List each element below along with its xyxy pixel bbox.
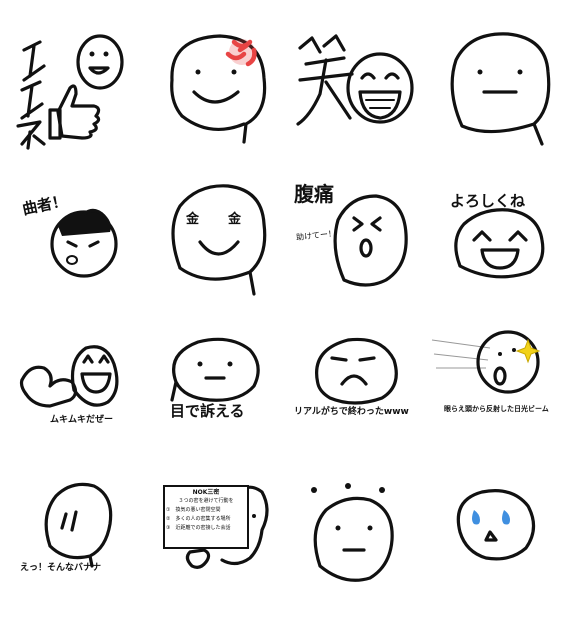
eye-left: 金 [186, 212, 200, 227]
tear-icon [472, 510, 510, 525]
sonna-banana-drawing [44, 482, 113, 568]
sticker-mukimuki[interactable]: ムキムキだぜー [10, 320, 150, 470]
sign-board-icon [163, 485, 249, 549]
mukimuki-drawing [19, 345, 119, 408]
caption: ムキムキだぜー [50, 415, 114, 425]
sticker-nikkou-beam[interactable]: 眼らえ頭から反射した日光ビーム [430, 320, 562, 470]
sticker-owatta[interactable]: リアルがちで終わったwww [290, 320, 430, 470]
caption: リアルがちで終わったwww [294, 407, 409, 417]
sticker-grid: 曲者！ 金 金 腹痛 助けてー！ よろしくね [10, 20, 562, 582]
sticker-yoroshiku[interactable]: よろしくね [430, 170, 562, 320]
nikkou-beam-drawing [431, 330, 541, 394]
eye-right: 金 [228, 212, 242, 227]
sign-item: ② 多くの人の密集する場所 [166, 516, 231, 522]
sanmitsu-drawing [163, 485, 269, 569]
yoroshiku-drawing [454, 208, 545, 279]
sticker-sonna-banana[interactable]: えっ！そんなバナナ [10, 470, 150, 620]
medeuttaeru-drawing [170, 337, 260, 402]
thumbs-up-icon [48, 84, 101, 140]
sign-title: NOK三密 [192, 489, 220, 496]
caption: 腹痛 [294, 182, 334, 206]
sticker-naki[interactable] [430, 470, 562, 620]
angry-smile-drawing [170, 34, 267, 144]
sign-item: ① 換気の悪い密閉空間 [166, 507, 221, 513]
owatta-drawing [315, 337, 398, 405]
sticker-kusemono[interactable]: 曲者！ [10, 170, 150, 320]
sticker-neutral[interactable] [430, 20, 562, 170]
sticker-warau[interactable] [290, 20, 430, 170]
sticker-iine[interactable] [10, 20, 150, 170]
caption: よろしくね [450, 192, 526, 210]
kusemono-drawing [50, 208, 118, 278]
sticker-silence[interactable] [290, 470, 430, 620]
anger-mark-icon [225, 39, 257, 67]
sign-text: NOK三密 ３つの密を避けて行動を ① 換気の悪い密閉空間 ② 多くの人の密集す… [166, 488, 246, 533]
sticker-sanmitsu[interactable]: NOK三密 ３つの密を避けて行動を ① 換気の悪い密閉空間 ② 多くの人の密集す… [150, 470, 290, 620]
caption: えっ！そんなバナナ [20, 563, 102, 573]
naki-drawing [456, 489, 536, 561]
warau-drawing [296, 34, 414, 126]
sign-item: ③ 近距離での密接した会話 [166, 525, 231, 531]
sticker-fukutsu[interactable]: 腹痛 助けてー！ [290, 170, 430, 320]
caption: 目で訴える [170, 402, 245, 420]
fukutsu-drawing [333, 194, 408, 287]
ninja-mask-icon [58, 208, 111, 236]
kane-drawing [171, 184, 267, 296]
iine-drawing [16, 34, 124, 150]
sticker-medeuttaeru[interactable]: 目で訴える [150, 320, 290, 470]
sticker-kane[interactable]: 金 金 [150, 170, 290, 320]
caption: 眼らえ頭から反射した日光ビーム [444, 405, 549, 413]
sign-subtitle: ３つの密を避けて行動を [178, 498, 234, 504]
sticker-angry-smile[interactable] [150, 20, 290, 170]
silence-drawing [311, 483, 394, 582]
neutral-drawing [450, 32, 551, 146]
sparkle-icon [515, 338, 541, 364]
